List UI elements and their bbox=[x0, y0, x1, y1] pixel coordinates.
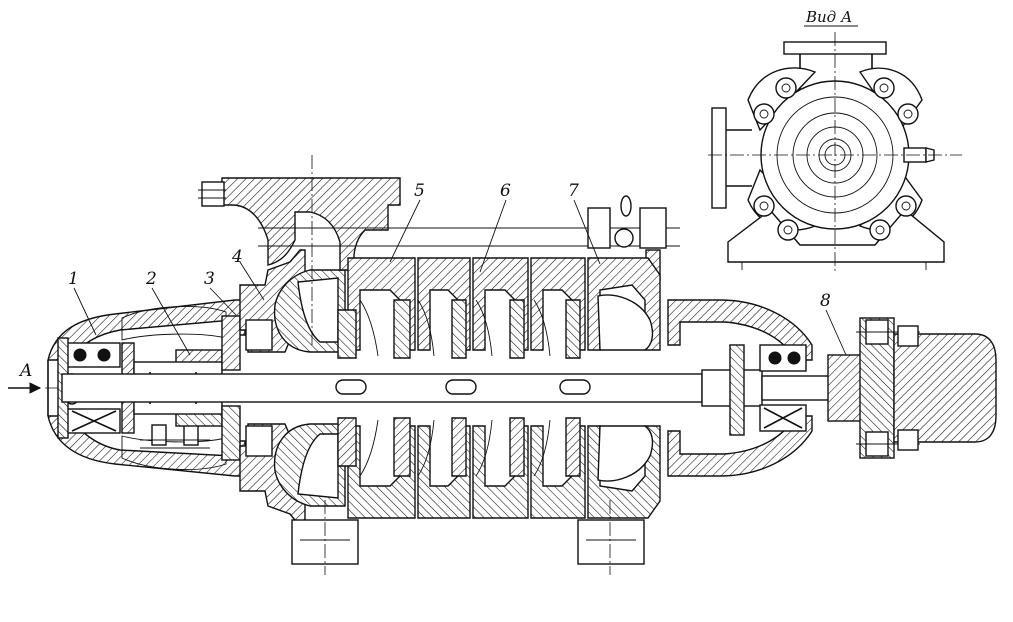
part-label-8: 8 bbox=[820, 291, 831, 311]
view-arrow-label: A bbox=[18, 361, 32, 381]
part-label-2: 2 bbox=[145, 269, 157, 289]
end-view-a: Вид А bbox=[708, 8, 962, 272]
stage-sections bbox=[291, 257, 661, 575]
part-label-7: 7 bbox=[568, 181, 579, 201]
view-direction-arrow bbox=[8, 382, 42, 394]
right-bearing-housing bbox=[667, 299, 813, 477]
part-label-1: 1 bbox=[68, 269, 79, 289]
coupling bbox=[827, 317, 997, 459]
part-label-4: 4 bbox=[231, 247, 243, 267]
main-section-view: 1 2 3 4 5 6 7 8 A bbox=[8, 155, 997, 575]
part-label-3: 3 bbox=[204, 269, 215, 289]
view-a-title: Вид А bbox=[805, 8, 852, 26]
part-label-6: 6 bbox=[500, 181, 511, 201]
leader-lines bbox=[73, 199, 847, 356]
part-label-5: 5 bbox=[414, 181, 425, 201]
bolt-nuts bbox=[753, 77, 919, 241]
shaft bbox=[61, 369, 883, 407]
suction-casing bbox=[239, 249, 346, 527]
